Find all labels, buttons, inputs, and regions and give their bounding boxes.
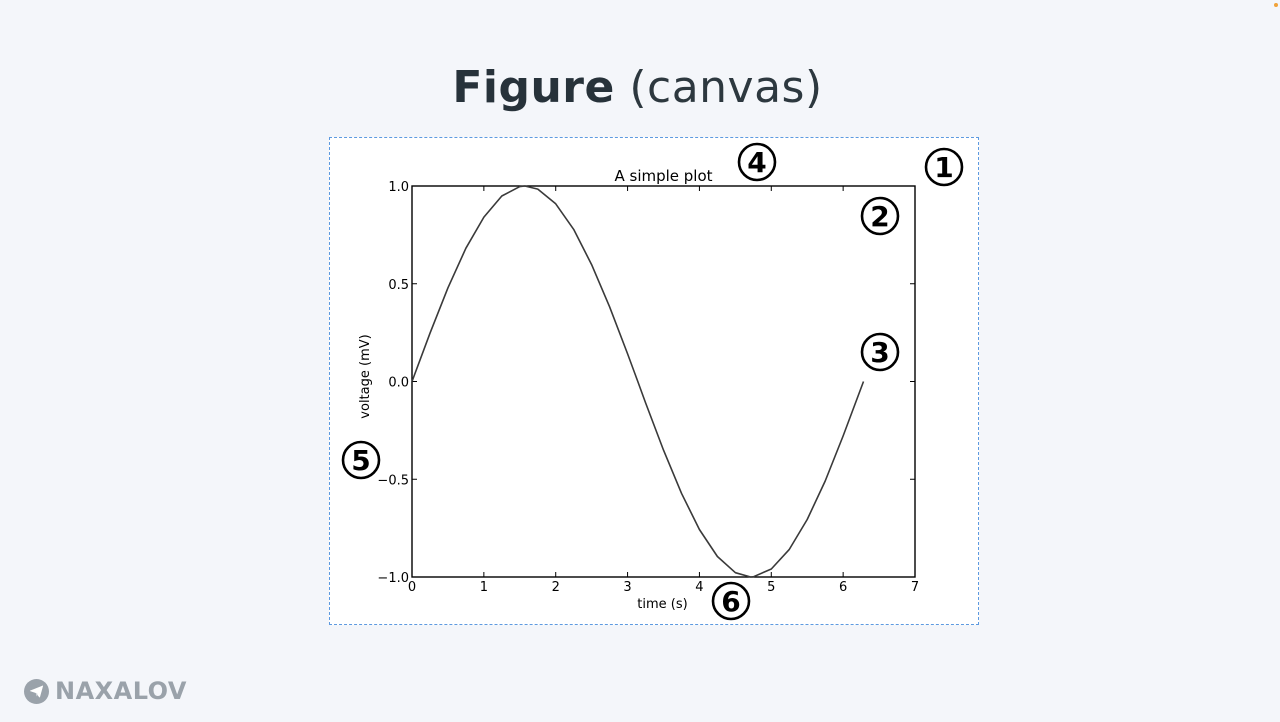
callout-circle-6	[711, 581, 751, 621]
x-tick-label: 0	[408, 580, 416, 595]
callout-number-4: 4	[747, 146, 766, 179]
x-tick-label: 2	[552, 580, 560, 595]
y-tick-label: 0.5	[388, 278, 409, 293]
y-tick-label: 1.0	[388, 180, 409, 195]
x-tick-label: 1	[480, 580, 488, 595]
callout-number-2: 2	[870, 200, 889, 233]
axes-frame	[411, 185, 916, 578]
callout-number-3: 3	[870, 336, 889, 369]
chart-title: A simple plot	[614, 167, 712, 185]
callout-circle-1	[924, 147, 964, 187]
callout-circle-2	[860, 196, 900, 236]
slide-title-bold: Figure	[452, 62, 615, 113]
callout-circle-5	[341, 440, 381, 480]
x-tick-label: 6	[839, 580, 847, 595]
callout-number-5: 5	[351, 444, 370, 477]
slide-title: Figure (canvas)	[0, 62, 1275, 113]
paper-plane-icon	[24, 678, 49, 704]
y-tick-label: −1.0	[377, 571, 409, 586]
x-tick-label: 7	[911, 580, 919, 595]
brand: NAXALOV	[24, 676, 187, 706]
y-axis-label: voltage (mV)	[358, 334, 373, 418]
callout-number-1: 1	[934, 151, 953, 184]
x-tick-label: 4	[695, 580, 703, 595]
x-tick-label: 3	[623, 580, 631, 595]
callout-number-6: 6	[721, 585, 740, 618]
callout-circle-4	[737, 142, 777, 182]
x-tick-label: 5	[767, 580, 775, 595]
brand-name: NAXALOV	[55, 677, 188, 705]
status-dot	[1274, 3, 1278, 7]
slide-title-light: (canvas)	[614, 62, 823, 113]
y-tick-label: −0.5	[377, 473, 409, 488]
x-axis-label: time (s)	[637, 597, 687, 612]
series-line	[411, 185, 865, 578]
y-tick-label: 0.0	[388, 376, 409, 391]
callout-circle-3	[860, 332, 900, 372]
